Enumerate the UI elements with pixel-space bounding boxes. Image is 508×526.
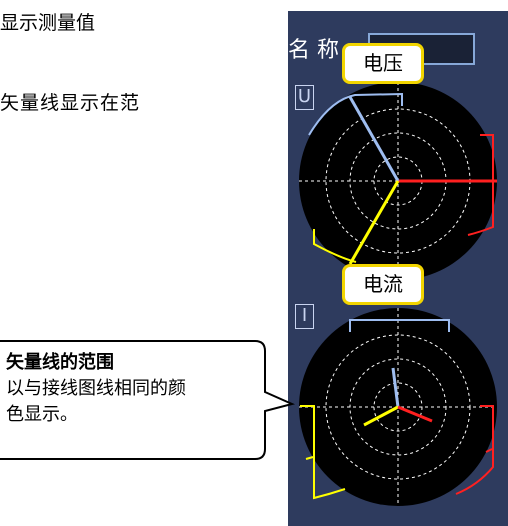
name-label: 名 称 — [288, 38, 339, 63]
current-callout: 电流 — [342, 264, 424, 305]
voltage-vector-diagram — [299, 82, 497, 280]
current-vector-yellow — [363, 405, 399, 427]
info-callout-line2: 色显示。 — [6, 404, 78, 425]
current-vector-red — [397, 405, 433, 423]
current-range-arc-red — [455, 405, 494, 495]
voltage-channel-label: U — [295, 85, 314, 110]
current-vector-diagram — [299, 308, 497, 506]
text-vector-display-range: 矢量线显示在范 — [0, 92, 141, 114]
text-display-measured-values: 显示测量值 — [0, 12, 96, 34]
voltage-callout: 电压 — [342, 43, 424, 84]
voltage-range-arc-red — [467, 134, 494, 236]
current-vector-blue — [391, 367, 400, 408]
voltage-range-arc-blue — [308, 92, 403, 136]
current-channel-label: I — [295, 304, 314, 329]
voltage-vector-yellow — [348, 180, 400, 265]
voltage-vector-blue — [348, 96, 400, 182]
info-callout-title: 矢量线的范围 — [6, 352, 114, 373]
info-callout-line1: 以与接线图线相同的颜 — [6, 378, 186, 399]
current-range-arc-yellow — [300, 405, 346, 500]
current-range-arc-blue — [349, 319, 450, 332]
